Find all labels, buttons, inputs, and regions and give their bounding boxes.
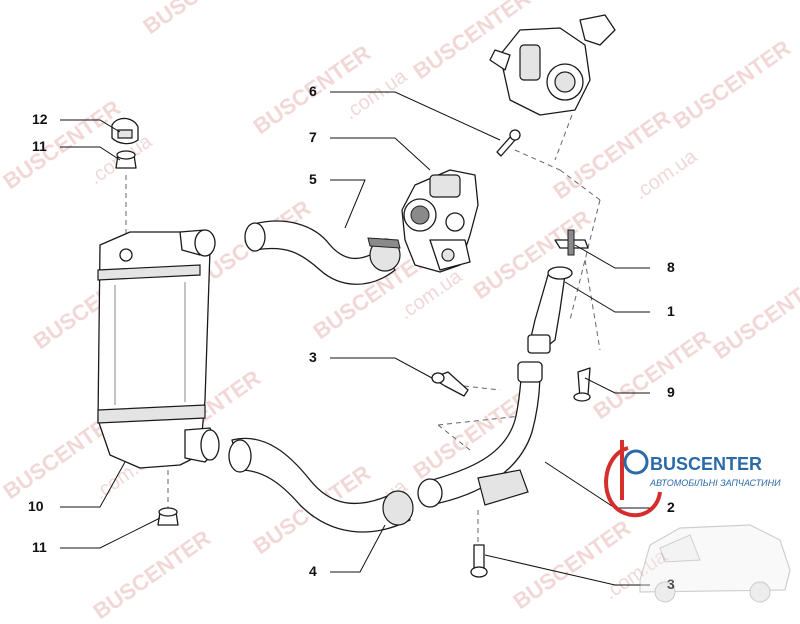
callout-11-lower: 11 xyxy=(32,539,47,555)
callout-4: 4 xyxy=(309,563,317,579)
bolt-part-9 xyxy=(573,367,591,402)
watermark-brand: BUSCENTER xyxy=(139,0,266,39)
watermark-brand: BUSCENTER xyxy=(589,325,716,424)
callout-2: 2 xyxy=(667,499,675,515)
throttle-body-part-7 xyxy=(401,169,479,273)
logo-name: BUSCENTER xyxy=(650,454,762,474)
plug-part-11-lower xyxy=(157,507,179,526)
callout-3-upper: 3 xyxy=(309,349,317,365)
bolt-part-3-upper xyxy=(431,371,469,397)
callout-8: 8 xyxy=(667,259,675,275)
watermark-brand: BUSCENTER xyxy=(709,265,800,364)
hose-part-4 xyxy=(228,437,414,533)
assembly-lines xyxy=(125,114,601,545)
pipe-part-1 xyxy=(527,266,573,354)
intercooler-part-10 xyxy=(97,229,220,469)
watermark-brand: BUSCENTER xyxy=(669,35,796,134)
callout-labels: 12 11 6 7 5 8 1 3 9 10 2 11 4 3 xyxy=(28,83,675,592)
turbocharger xyxy=(489,14,616,116)
callout-3-lower: 3 xyxy=(667,576,675,592)
callout-9: 9 xyxy=(667,384,675,400)
bolt-part-6 xyxy=(496,129,521,157)
watermark-brand: BUSCENTER xyxy=(89,525,216,624)
cap-part-12 xyxy=(111,117,139,145)
leader-lines xyxy=(60,91,650,586)
pipe-part-2 xyxy=(417,361,543,508)
callout-1: 1 xyxy=(667,303,675,319)
callout-6: 6 xyxy=(309,83,317,99)
van-icon xyxy=(639,524,791,603)
clamp-part-8 xyxy=(554,229,589,256)
callout-10: 10 xyxy=(28,498,44,514)
callout-11-upper: 11 xyxy=(32,138,47,154)
callout-12: 12 xyxy=(32,111,48,127)
logo-tagline: АВТОМОБІЛЬНІ ЗАПЧАСТИНИ xyxy=(649,478,781,488)
callout-5: 5 xyxy=(309,171,317,187)
callout-7: 7 xyxy=(309,129,317,145)
buscenter-logo: BUSCENTER АВТОМОБІЛЬНІ ЗАПЧАСТИНИ xyxy=(604,440,781,518)
watermark-domain: .com.ua xyxy=(630,145,702,204)
hose-part-5 xyxy=(244,220,401,285)
plug-part-11-upper xyxy=(115,150,137,169)
bolt-part-3-lower xyxy=(470,544,488,578)
